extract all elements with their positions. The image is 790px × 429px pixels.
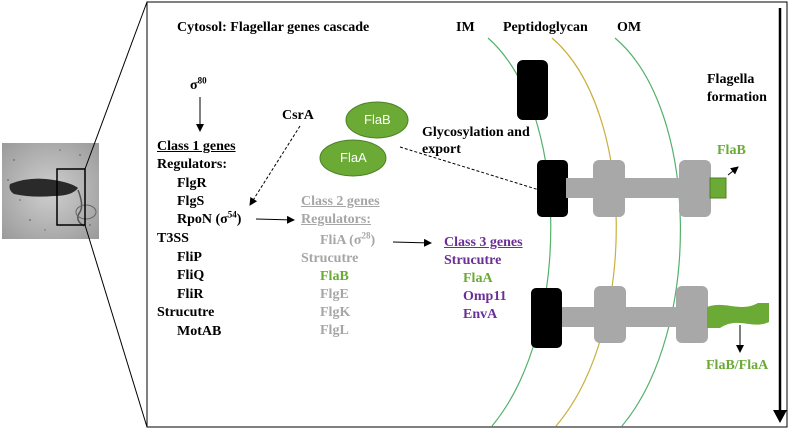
om-label: OM [617, 20, 642, 35]
class3-structure-flaa: FlaA [463, 271, 493, 286]
flagella-formation-label-1: Flagella [707, 72, 755, 87]
class1-structure-motab: MotAB [177, 324, 222, 339]
glycosylation-label-1: Glycosylation and [422, 125, 530, 140]
flaa-oval [319, 139, 387, 177]
flia-to-class3-arrow [392, 238, 432, 247]
flagellum-short [537, 160, 727, 217]
class2-title: Class 2 genes [301, 194, 380, 209]
class1-regulator-flgs: FlgS [177, 194, 205, 209]
class1-t3ss-flir: FliR [177, 287, 204, 302]
class1-structure-label: Strucutre [157, 305, 215, 320]
class1-regulator-flgr: FlgR [177, 176, 207, 191]
class3-title: Class 3 genes [444, 235, 523, 250]
flagella-formation-label-2: formation [707, 90, 767, 105]
class1-title: Class 1 genes [157, 139, 236, 154]
class2-structure-flgk: FlgK [320, 305, 351, 320]
csra-label: CsrA [282, 108, 314, 123]
glycosylation-label-2: export [422, 142, 461, 157]
export-arrow [399, 146, 550, 195]
rpon-to-class2-arrow [255, 215, 295, 224]
csra-arrow [249, 125, 301, 206]
export-apparatus-top [517, 60, 548, 120]
flaa-oval-label: FlaA [340, 150, 367, 165]
class2-structure-flab: FlaB [320, 269, 349, 284]
class1-t3ss-label: T3SS [157, 231, 189, 246]
class3-structure-label: Strucutre [444, 253, 502, 268]
class1-regulator-rpon: RpoN (σ54) [177, 209, 242, 227]
class2-structure-label: Strucutre [301, 251, 359, 266]
class2-structure-flgl: FlgL [320, 323, 349, 338]
class1-regulators-label: Regulators: [157, 157, 227, 172]
micrograph-image [2, 143, 99, 239]
class2-structure-flge: FlgE [320, 287, 349, 302]
peptidoglycan-label: Peptidoglycan [503, 20, 588, 35]
flagellum-long [531, 286, 769, 348]
flab-flaa-output-label: FlaB/FlaA [706, 358, 769, 373]
zoom-line-bottom [84, 224, 148, 428]
peptidoglycan-line [551, 37, 617, 427]
flagella-formation-arrow-head [773, 410, 787, 423]
flab-output-label: FlaB [717, 143, 746, 158]
im-label: IM [456, 20, 475, 35]
class3-structure-omp11: Omp11 [463, 289, 507, 304]
outer-membrane-line [614, 37, 681, 427]
flab-oval [345, 101, 409, 139]
class3-structure-enva: EnvA [463, 307, 498, 322]
zoom-line-top [84, 1, 148, 170]
class1-t3ss-flip: FliP [177, 250, 202, 265]
class2-regulator-flia: FliA (σ28) [320, 230, 376, 248]
cytosol-title: Cytosol: Flagellar genes cascade [177, 20, 370, 35]
class2-regulators-label: Regulators: [301, 212, 371, 227]
class1-t3ss-fliq: FliQ [177, 268, 205, 283]
flab-oval-label: FlaB [364, 112, 391, 127]
flab-out-arrow [727, 166, 739, 176]
sigma80-label: σ80 [190, 75, 207, 93]
